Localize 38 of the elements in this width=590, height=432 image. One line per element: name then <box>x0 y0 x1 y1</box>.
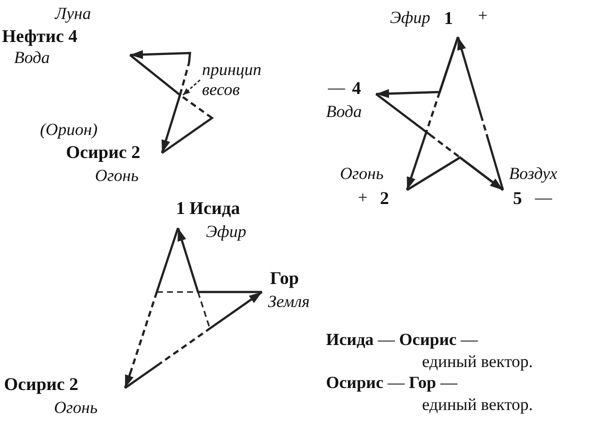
arrow <box>456 36 504 190</box>
vertex-name: Нефтис 4 <box>2 26 78 46</box>
note-text: Исида — Осирис — <box>326 330 478 350</box>
arrow <box>129 54 182 154</box>
note-text: единый вектор. <box>422 352 533 372</box>
arrow <box>124 291 263 389</box>
sign-label: + <box>478 6 488 26</box>
vertex-name: Гор <box>270 268 299 288</box>
leader-line <box>182 79 200 96</box>
note-text: единый вектор. <box>422 395 533 415</box>
element-label: Эфир <box>206 222 246 242</box>
sign-label: — <box>535 188 552 208</box>
element-label: (Орион) <box>40 120 98 140</box>
element-label: Вода <box>326 102 362 122</box>
element-label: Огонь <box>95 166 139 186</box>
vertex-name: 1 Исида <box>176 198 240 218</box>
arrow <box>124 228 180 388</box>
arrow <box>406 156 504 191</box>
element-label: Вода <box>14 48 50 68</box>
sign-label: — <box>328 78 345 98</box>
vertex-name: 1 <box>444 8 453 28</box>
note-text: Осирис — Гор — <box>326 373 458 393</box>
element-label: Воздух <box>509 164 558 184</box>
element-label: Эфир <box>390 8 430 28</box>
element-label: Луна <box>55 4 91 24</box>
arrow <box>130 50 214 154</box>
vertex-name: 5 <box>513 188 522 208</box>
element-label: Огонь <box>54 398 98 418</box>
vertex-name: 2 <box>380 188 389 208</box>
arrow <box>176 228 262 294</box>
arrow <box>376 36 460 98</box>
sign-label: + <box>358 188 368 208</box>
vertex-name: Осирис 2 <box>66 142 140 162</box>
element-label: Огонь <box>340 164 384 184</box>
vertex-name: 4 <box>352 78 361 98</box>
vertex-name: Осирис 2 <box>4 374 78 394</box>
element-label: Земля <box>268 292 310 312</box>
element-label: принцип весов <box>202 60 262 100</box>
